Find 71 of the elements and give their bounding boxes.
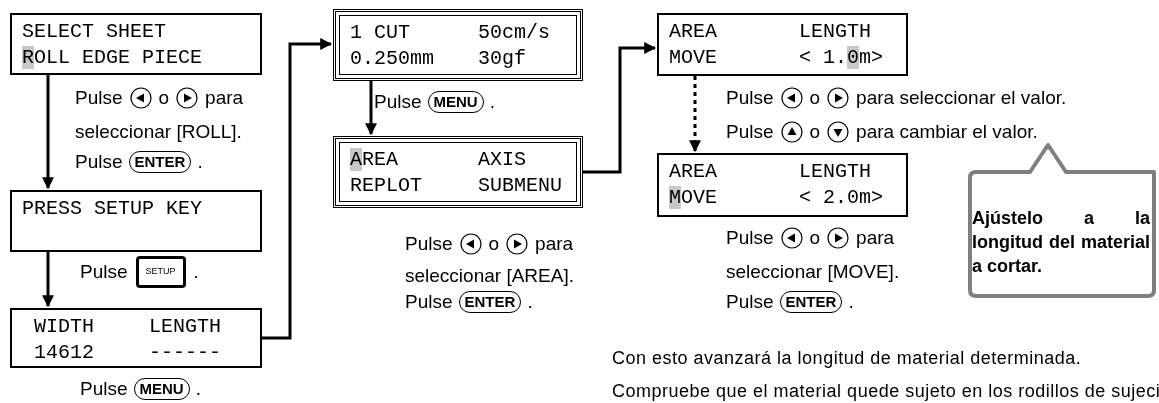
instruction-text: seleccionar [MOVE]. <box>726 259 900 284</box>
instruction-text: Pulse <box>374 89 422 114</box>
display-text: SUBMENU <box>478 173 562 199</box>
instruction-text: Pulse <box>75 149 123 174</box>
lcd-display <box>333 9 583 81</box>
display-text: AREA <box>350 147 399 173</box>
instruction-text: . <box>195 376 201 401</box>
key-button: SETUP <box>135 256 186 288</box>
display-text: AREA <box>669 19 717 45</box>
display-text: LENGTH <box>799 159 871 185</box>
paragraph-text: Con esto avanzará la longitud de material determinada. <box>612 347 1082 370</box>
display-text: REPLOT <box>350 173 422 199</box>
instruction-text: . <box>489 89 495 114</box>
display-text: 1 CUT <box>350 20 410 46</box>
display-text: 50cm/s <box>478 20 550 46</box>
arrow <box>689 76 701 153</box>
display-text: MOVE <box>669 45 717 71</box>
display-text: PRESS SETUP KEY <box>22 196 203 222</box>
display-text: LENGTH <box>799 19 871 45</box>
instruction-text: o <box>488 231 500 256</box>
speech-bubble <box>966 142 1158 300</box>
display-text: ROLL EDGE PIECE <box>22 45 203 71</box>
instruction-text: para seleccionar el valor. <box>856 85 1067 110</box>
display-text: < 1.0m> <box>799 45 884 71</box>
arrow <box>365 81 377 136</box>
lcd-display <box>657 13 908 76</box>
instruction-text: . <box>527 289 533 314</box>
instruction-text: para cambiar el valor. <box>856 119 1038 144</box>
instruction-text: Pulse <box>75 85 123 110</box>
display-text: 30gf <box>478 46 526 72</box>
instruction-text: o <box>809 85 821 110</box>
instruction-text: para <box>205 85 244 110</box>
display-text: AREA <box>669 159 717 185</box>
instruction-text: seleccionar [ROLL]. <box>75 119 242 144</box>
instruction-text: o <box>158 85 170 110</box>
instruction-text: . <box>197 149 203 174</box>
instruction-text: Pulse <box>726 225 774 250</box>
display-text: AXIS <box>478 147 526 173</box>
instruction-text: o <box>809 225 821 250</box>
display-text: 14612 <box>34 340 94 366</box>
lcd-display <box>10 308 262 368</box>
lcd-display <box>10 190 262 252</box>
instruction-text: para <box>535 231 574 256</box>
arrow <box>583 42 657 174</box>
instruction-text: Pulse <box>405 231 453 256</box>
callout-text: Ajústelo a la longitud del material a cortar. <box>972 207 1150 278</box>
display-text: ------ <box>149 340 221 366</box>
instruction-text: para <box>856 225 895 250</box>
instruction-text: seleccionar [AREA]. <box>405 263 574 288</box>
instruction-text: Pulse <box>726 85 774 110</box>
instruction-text: o <box>809 119 821 144</box>
lcd-display <box>10 13 262 75</box>
instruction-text: Pulse <box>80 259 128 284</box>
display-text: MOVE <box>669 185 718 211</box>
instruction-text: Pulse <box>726 119 774 144</box>
display-text: LENGTH <box>149 314 221 340</box>
display-text: WIDTH <box>34 314 94 340</box>
instruction-text: Pulse <box>726 289 774 314</box>
lcd-display <box>333 136 583 208</box>
display-text: 0.250mm <box>350 46 434 72</box>
instruction-text: Pulse <box>405 289 453 314</box>
paragraph-text: Compruebe que el material quede sujeto en los rodillos de sujeci <box>612 380 1159 403</box>
arrow <box>262 38 333 340</box>
instruction-text: Pulse <box>80 376 128 401</box>
instruction-text: . <box>193 259 199 284</box>
lcd-display <box>657 153 908 217</box>
instruction-text: . <box>848 289 854 314</box>
display-text: SELECT SHEET <box>22 19 167 45</box>
display-text: < 2.0m> <box>799 185 883 211</box>
arrow <box>42 75 54 190</box>
arrow <box>42 252 54 308</box>
